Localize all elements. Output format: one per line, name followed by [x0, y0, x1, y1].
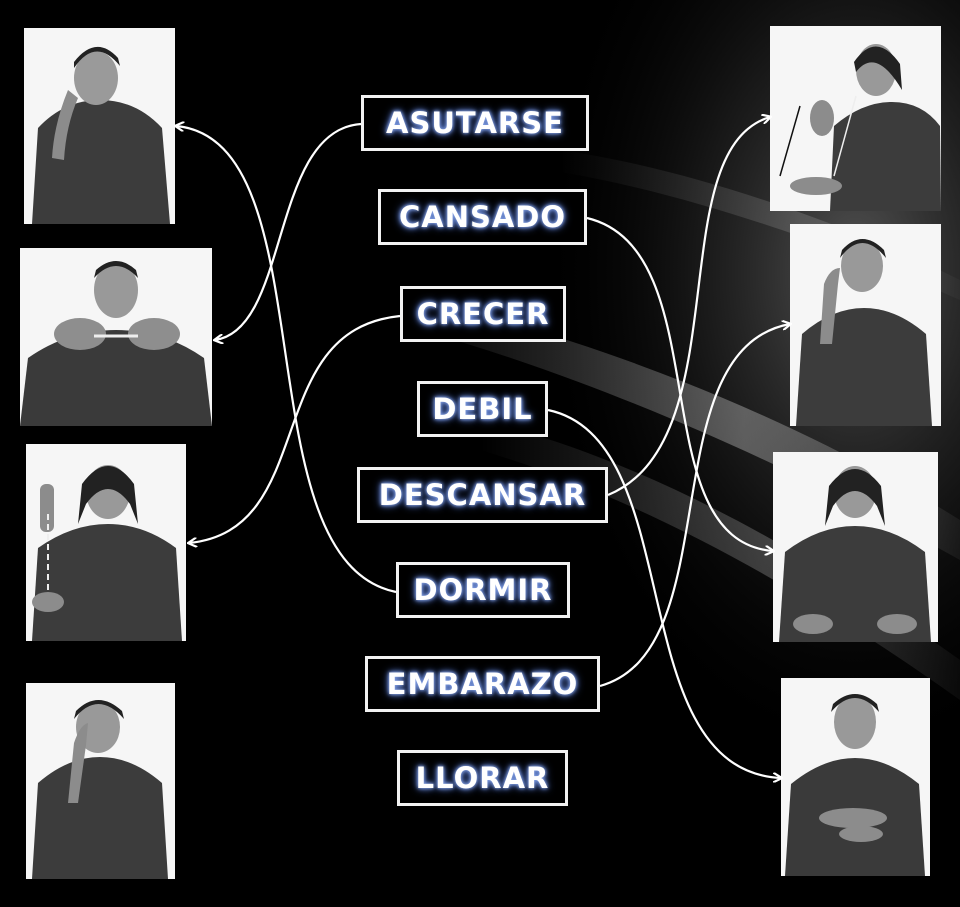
photo-left-2[interactable]: [20, 248, 212, 426]
person-signing-with-arrows-image: [770, 26, 941, 211]
word-cansado[interactable]: CANSADO: [378, 189, 587, 245]
word-label: CANSADO: [398, 200, 567, 234]
word-descansar[interactable]: DESCANSAR: [357, 467, 608, 523]
person-hands-together-image: [781, 678, 930, 876]
person-hands-on-chest-image: [20, 248, 212, 426]
person-resting-head-on-hand-image: [24, 28, 175, 224]
word-dormir[interactable]: DORMIR: [396, 562, 570, 618]
word-label: CRECER: [416, 297, 550, 331]
word-label: LLORAR: [415, 761, 550, 795]
word-label: DEBIL: [432, 392, 533, 426]
photo-left-3[interactable]: [26, 444, 186, 641]
person-finger-at-eye-image: [26, 683, 175, 879]
person-hand-at-chin-image: [790, 224, 941, 426]
word-debil[interactable]: DEBIL: [417, 381, 548, 437]
word-embarazo[interactable]: EMBARAZO: [365, 656, 600, 712]
word-label: DESCANSAR: [378, 478, 587, 512]
photo-right-1[interactable]: [770, 26, 941, 211]
photo-left-1[interactable]: [24, 28, 175, 224]
word-label: DORMIR: [413, 573, 553, 607]
person-raising-hand-image: [26, 444, 186, 641]
word-llorar[interactable]: LLORAR: [397, 750, 568, 806]
word-crecer[interactable]: CRECER: [400, 286, 566, 342]
photo-right-4[interactable]: [781, 678, 930, 876]
word-label: EMBARAZO: [386, 667, 579, 701]
person-hands-at-belly-image: [773, 452, 938, 642]
word-label: ASUTARSE: [386, 106, 564, 140]
word-asutarse[interactable]: ASUTARSE: [361, 95, 589, 151]
photo-right-2[interactable]: [790, 224, 941, 426]
photo-right-3[interactable]: [773, 452, 938, 642]
photo-left-4[interactable]: [26, 683, 175, 879]
